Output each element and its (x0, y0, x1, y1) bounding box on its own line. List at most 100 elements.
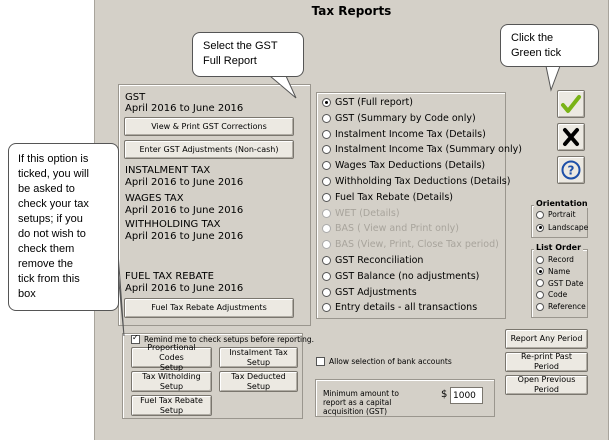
click-green-line-2: Green tick (511, 47, 562, 59)
orientation-portrait[interactable]: Portrait (536, 210, 576, 219)
list-order-gst-date-dot[interactable] (536, 279, 544, 288)
orientation-landscape-dot[interactable] (536, 223, 544, 232)
instalment-tax-label-2: Setup (246, 357, 271, 367)
report-option-8-dot (322, 208, 331, 218)
reprint-past-period-button[interactable]: Re-print Past Period (505, 352, 588, 372)
report-option-13-dot[interactable] (322, 287, 331, 297)
click-green-line-1: Click the (511, 32, 554, 44)
report-option-12[interactable]: GST Balance (no adjustments) (322, 271, 479, 282)
report-option-3-dot[interactable] (322, 129, 331, 139)
report-option-4[interactable]: Instalment Income Tax (Summary only) (322, 144, 522, 155)
list-order-legend: List Order (534, 243, 584, 252)
open-previous-period-button[interactable]: Open Previous Period (505, 375, 588, 395)
proportional-codes-label-1: Proportional Codes (147, 342, 196, 362)
remind-checkbox-box[interactable] (131, 333, 140, 344)
report-option-10: BAS (View, Print, Close Tax period) (322, 239, 499, 250)
remind-label: Remind me to check setups before reporti… (144, 335, 315, 344)
fuel-tax-rebate-adjustments-button[interactable]: Fuel Tax Rebate Adjustments (124, 298, 294, 318)
report-option-13[interactable]: GST Adjustments (322, 287, 417, 298)
report-option-4-label: Instalment Income Tax (Summary only) (335, 144, 522, 156)
proportional-codes-label-2: Setup (159, 362, 184, 372)
report-option-4-dot[interactable] (322, 145, 331, 155)
minimum-label-2: report as a capital (323, 398, 392, 407)
wages-heading: WAGES TAX (125, 193, 184, 204)
report-option-2-label: GST (Summary by Code only) (335, 112, 476, 124)
help-question-icon: ? (561, 160, 581, 180)
setup-option-line-3: be asked to (18, 183, 75, 195)
remind-setups-checkbox[interactable]: Remind me to check setups before reporti… (131, 333, 315, 344)
orientation-landscape[interactable]: Landscape (536, 223, 588, 232)
report-option-1[interactable]: GST (Full report) (322, 97, 413, 108)
list-order-gst-date[interactable]: GST Date (536, 279, 583, 288)
report-option-2[interactable]: GST (Summary by Code only) (322, 113, 476, 124)
list-order-code-dot[interactable] (536, 290, 544, 299)
list-order-name[interactable]: Name (536, 267, 570, 276)
report-option-12-dot[interactable] (322, 271, 331, 281)
gst-period: April 2016 to June 2016 (125, 103, 244, 114)
report-option-10-label: BAS (View, Print, Close Tax period) (335, 239, 499, 251)
report-option-14-label: Entry details - all transactions (335, 302, 478, 314)
report-option-9-label: BAS ( View and Print only) (335, 223, 459, 235)
instalment-tax-setup-button[interactable]: Instalment Tax Setup (219, 347, 298, 368)
report-option-2-dot[interactable] (322, 113, 331, 123)
tax-deducted-setup-button[interactable]: Tax Deducted Setup (219, 371, 298, 392)
view-print-gst-corrections-button[interactable]: View & Print GST Corrections (124, 117, 294, 136)
minimum-label-3: acquisition (GST) (323, 407, 388, 416)
fuel-tax-rebate-label-1: Fuel Tax Rebate (140, 395, 203, 405)
report-option-7[interactable]: Fuel Tax Rebate (Details) (322, 192, 453, 203)
green-tick-icon (561, 95, 581, 113)
setup-option-line-10: box (18, 288, 36, 300)
instalment-heading: INSTALMENT TAX (125, 165, 211, 176)
orientation-portrait-dot[interactable] (536, 210, 544, 219)
setup-option-line-7: check them (18, 243, 75, 255)
setup-option-line-1: If this option is (18, 153, 89, 165)
list-order-code[interactable]: Code (536, 290, 567, 299)
report-option-1-label: GST (Full report) (335, 97, 413, 108)
report-option-3-label: Instalment Income Tax (Details) (335, 128, 486, 140)
report-option-7-dot[interactable] (322, 192, 331, 202)
list-order-name-label: Name (548, 266, 571, 276)
report-any-period-button[interactable]: Report Any Period (505, 329, 588, 349)
setup-option-line-2: ticked, you will (18, 168, 89, 180)
tax-withholding-label-2: Setup (159, 381, 184, 391)
withholding-heading: WITHHOLDING TAX (125, 219, 221, 230)
report-option-11[interactable]: GST Reconciliation (322, 255, 423, 266)
report-option-13-label: GST Adjustments (335, 286, 417, 298)
report-option-5-dot[interactable] (322, 161, 331, 171)
help-button[interactable]: ? (557, 156, 585, 184)
report-option-14-dot[interactable] (322, 303, 331, 313)
minimum-amount-input[interactable]: 1000 (450, 387, 483, 404)
list-order-reference[interactable]: Reference (536, 302, 586, 311)
list-order-record-label: Record (548, 255, 574, 264)
report-option-6[interactable]: Withholding Tax Deductions (Details) (322, 176, 510, 187)
proportional-codes-setup-button[interactable]: Proportional Codes Setup (131, 343, 212, 372)
minimum-label-1: Minimum amount to (323, 389, 399, 398)
bank-checkbox-box[interactable] (316, 357, 325, 366)
report-option-5[interactable]: Wages Tax Deductions (Details) (322, 160, 485, 171)
bank-label: Allow selection of bank accounts (329, 357, 452, 366)
bank-accounts-checkbox[interactable]: Allow selection of bank accounts (316, 357, 452, 366)
list-order-gst-date-label: GST Date (548, 278, 584, 288)
list-order-record-dot[interactable] (536, 255, 544, 264)
list-order-record[interactable]: Record (536, 255, 574, 264)
tax-withholding-setup-button[interactable]: Tax Witholding Setup (131, 371, 212, 392)
wages-period: April 2016 to June 2016 (125, 205, 244, 216)
instalment-tax-label-1: Instalment Tax (229, 347, 288, 357)
cancel-button[interactable] (557, 123, 585, 151)
report-option-3[interactable]: Instalment Income Tax (Details) (322, 129, 486, 140)
svg-text:?: ? (568, 164, 575, 178)
report-option-6-dot[interactable] (322, 177, 331, 186)
tax-withholding-label-1: Tax Witholding (142, 371, 201, 381)
setup-option-callout: If this option is ticked, you will be aske… (8, 143, 119, 311)
list-order-name-dot[interactable] (536, 267, 544, 276)
enter-gst-adjustments-button[interactable]: Enter GST Adjustments (Non-cash) (124, 140, 294, 159)
report-option-6-label: Withholding Tax Deductions (Details) (335, 176, 511, 187)
fuel-tax-rebate-setup-button[interactable]: Fuel Tax Rebate Setup (131, 395, 212, 416)
report-option-1-dot[interactable] (322, 98, 331, 107)
report-option-11-dot[interactable] (322, 256, 331, 265)
list-order-reference-dot[interactable] (536, 302, 544, 311)
setup-option-line-6: do not wish to (18, 228, 86, 240)
ok-button[interactable] (557, 90, 585, 118)
report-option-14[interactable]: Entry details - all transactions (322, 302, 477, 313)
orientation-legend: Orientation (534, 199, 590, 208)
